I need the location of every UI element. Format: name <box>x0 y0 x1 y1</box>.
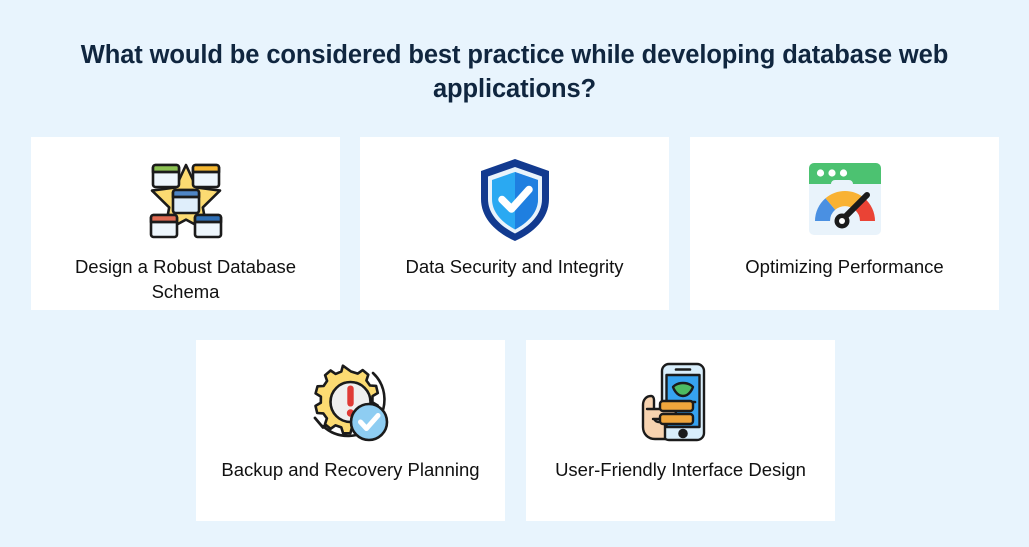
card-label: Design a Robust Database Schema <box>74 256 297 302</box>
page-title: What would be considered best practice w… <box>80 41 949 103</box>
card-label: Backup and Recovery Planning <box>221 459 480 480</box>
card-user-friendly-interface-design[interactable]: User-Friendly Interface Design <box>526 340 835 521</box>
star-schema-icon <box>136 151 236 246</box>
card-label: Data Security and Integrity <box>405 256 624 277</box>
browser-gauge-icon <box>795 151 895 246</box>
card-backup-and-recovery-planning[interactable]: Backup and Recovery Planning <box>196 340 505 521</box>
hand-phone-ui-icon <box>631 354 731 449</box>
card-optimizing-performance[interactable]: Optimizing Performance <box>690 137 999 310</box>
card-label: User-Friendly Interface Design <box>555 459 806 480</box>
gear-alert-check-icon <box>301 354 401 449</box>
shield-check-icon <box>465 151 565 246</box>
card-label: Optimizing Performance <box>745 256 944 277</box>
card-data-security-and-integrity[interactable]: Data Security and Integrity <box>360 137 669 310</box>
card-design-robust-database-schema[interactable]: Design a Robust Database Schema <box>31 137 340 310</box>
